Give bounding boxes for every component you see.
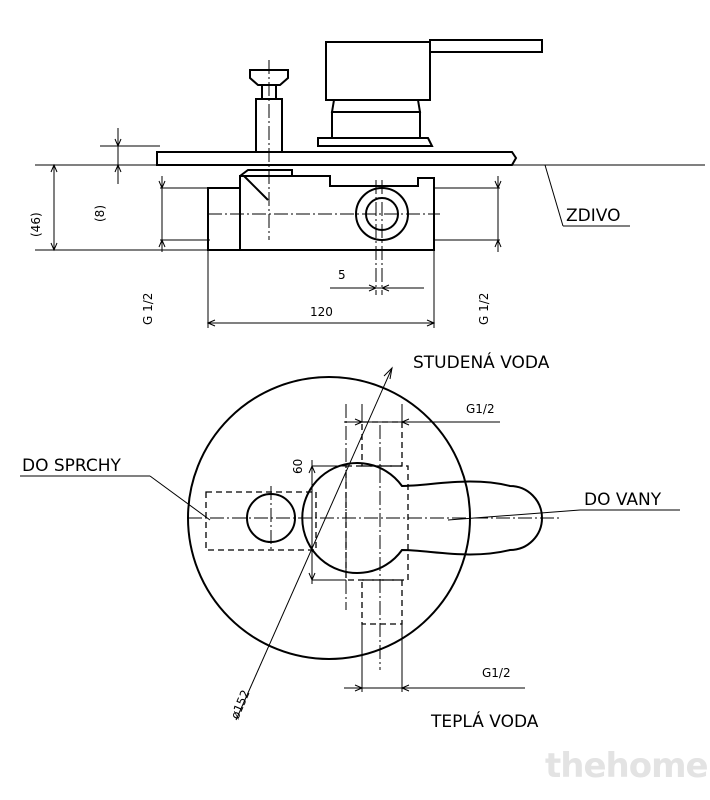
cover-plate	[156, 151, 518, 166]
watermark-logo: thehome	[545, 746, 708, 786]
label-cold-water: STUDENÁ VODA	[413, 351, 550, 373]
label-wall: ZDIVO	[566, 206, 620, 226]
dim-height-60: 60	[291, 459, 305, 474]
front-view: 60 G1/2 G1/2 ø152 STUDENÁ VODA DO SPRCHY…	[20, 351, 680, 732]
side-view: (46) (8) G 1/2 G 1/2 5 120 ZDIVO	[29, 39, 705, 328]
valve-body	[207, 169, 435, 251]
dim-depth-total: (46)	[29, 212, 43, 237]
wall-leader	[544, 164, 564, 227]
dim-thread-right: G 1/2	[477, 293, 491, 325]
dim-diameter: ø152	[228, 688, 253, 721]
handle-side	[317, 39, 543, 147]
hidden-body-left	[205, 491, 317, 551]
label-to-shower: DO SPRCHY	[22, 456, 122, 476]
label-to-bath: DO VANY	[584, 490, 662, 510]
dim-offset-small: 5	[338, 268, 346, 282]
dim-thread-left: G 1/2	[141, 293, 155, 325]
lever-handle-front	[301, 462, 543, 574]
dim-thread-top: G1/2	[466, 402, 495, 416]
diameter-line	[235, 367, 393, 721]
dim-plate-offset: (8)	[93, 205, 107, 222]
label-hot-water: TEPLÁ VODA	[430, 710, 539, 732]
dim-body-width: 120	[310, 305, 333, 319]
dim-thread-bottom: G1/2	[482, 666, 511, 680]
